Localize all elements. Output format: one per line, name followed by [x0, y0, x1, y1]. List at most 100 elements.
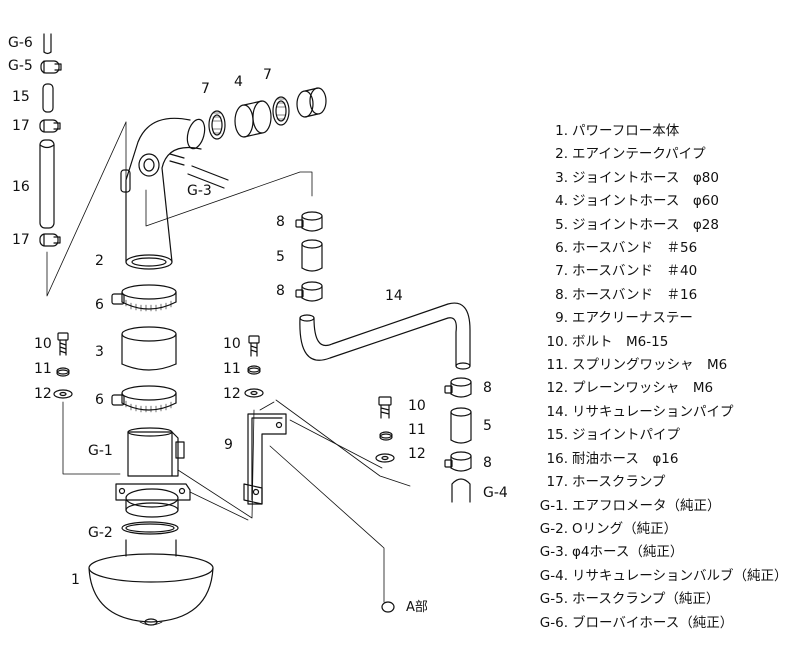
part-name: ホースバンド ＃56: [572, 240, 698, 257]
callout-7-left: 7: [201, 81, 210, 97]
callout-9: 9: [224, 437, 233, 453]
callout-1: 1: [71, 572, 80, 588]
part-code: G-6.: [539, 614, 568, 631]
callout-8-d: 8: [483, 455, 492, 471]
callout-8-a: 8: [276, 214, 285, 230]
joint-hose-top-right: [296, 87, 327, 118]
callout-7-right: 7: [263, 67, 272, 83]
joint-hose-5-b: [450, 407, 472, 444]
callout-10-mid: 10: [223, 336, 241, 352]
callout-15: 15: [12, 89, 30, 105]
part-code: 16.: [546, 450, 568, 467]
part-name: ホースクランプ: [572, 474, 666, 491]
callout-6-top: 6: [95, 297, 104, 313]
callout-g5: G-5: [8, 58, 33, 74]
hose-band-7-right: [272, 96, 290, 126]
spring-washer-11-mid: [247, 365, 261, 375]
parts-list-item: G-5.ホースクランプ（純正）: [536, 588, 787, 611]
air-cleaner-stay-9: [243, 413, 287, 505]
bolt-10-mid: [248, 335, 260, 357]
leader-lines-stay: [259, 399, 411, 603]
callout-g3: G-3: [187, 183, 212, 199]
hose-band-8-d: [444, 451, 472, 472]
part-name: ジョイントホース φ28: [572, 216, 719, 233]
part-name: Oリング（純正）: [572, 520, 678, 537]
bolt-10-right: [378, 396, 392, 419]
leader-lines-g1: [177, 409, 255, 521]
parts-list-item: 7.ホースバンド ＃40: [536, 260, 787, 283]
part-code: G-4.: [539, 567, 568, 584]
parts-list-item: 9.エアクリーナステー: [536, 307, 787, 330]
part-code: 5.: [555, 216, 568, 233]
blowby-hose-g6: [43, 33, 52, 55]
part-name: エアフロメータ（純正）: [572, 497, 721, 514]
part-code: 7.: [555, 263, 568, 280]
callout-14: 14: [385, 288, 403, 304]
callout-17-bottom: 17: [12, 232, 30, 248]
part-code: G-3.: [539, 544, 568, 561]
parts-list-item: 16.耐油ホース φ16: [536, 448, 787, 471]
parts-list-item: G-4.リサキュレーションバルブ（純正）: [536, 565, 788, 588]
callout-g6: G-6: [8, 35, 33, 51]
joint-hose-3: [121, 326, 177, 371]
hose-clamp-g5: [40, 60, 62, 74]
a-part-ring: [381, 601, 395, 613]
intake-pipe-2: [120, 117, 206, 270]
part-name: 耐油ホース φ16: [572, 450, 679, 467]
callout-8-b: 8: [276, 283, 285, 299]
callout-g1: G-1: [88, 443, 113, 459]
parts-list-item: 8.ホースバンド ＃16: [536, 284, 787, 307]
parts-list-item: G-1.エアフロメータ（純正）: [536, 495, 787, 518]
recirculation-valve-g4: [451, 478, 471, 503]
parts-list-item: 6.ホースバンド ＃56: [536, 237, 787, 260]
recirculation-pipe-14: [299, 302, 471, 370]
part-code: 6.: [555, 240, 568, 257]
parts-list-item: G-3.φ4ホース（純正）: [536, 541, 787, 564]
plain-washer-12-left: [53, 389, 73, 399]
callout-5-b: 5: [483, 418, 492, 434]
part-name: ジョイントパイプ: [572, 427, 680, 444]
part-code: 14.: [546, 403, 568, 420]
part-code: 12.: [546, 380, 568, 397]
parts-list-item: 2.エアインテークパイプ: [536, 143, 787, 166]
joint-hose-5-a: [301, 239, 323, 272]
parts-list-item: 1.パワーフロー本体: [536, 120, 787, 143]
callout-10-left: 10: [34, 336, 52, 352]
part-name: スプリングワッシャ M6: [572, 357, 728, 374]
bolt-10-left: [57, 332, 69, 356]
power-flow-body-1: [88, 539, 214, 626]
leader-line-2: [145, 171, 313, 227]
callout-g4: G-4: [483, 485, 508, 501]
callout-5-a: 5: [276, 249, 285, 265]
part-name: エアインテークパイプ: [572, 146, 706, 163]
part-name: リサキュレーションパイプ: [572, 403, 734, 420]
callout-2: 2: [95, 253, 104, 269]
part-code: 1.: [555, 123, 568, 139]
callout-6-bottom: 6: [95, 392, 104, 408]
part-code: G-2.: [539, 520, 568, 537]
leader-lines-left: [46, 121, 127, 297]
hose-band-6-bottom: [111, 385, 177, 413]
part-code: 3.: [555, 169, 568, 186]
callout-a-part: A部: [406, 600, 428, 615]
callout-12-right: 12: [408, 446, 426, 462]
callout-12-left: 12: [34, 386, 52, 402]
part-name: エアクリーナステー: [572, 310, 693, 327]
part-code: 11.: [546, 357, 568, 374]
part-name: ジョイントホース φ80: [572, 169, 719, 186]
joint-hose-4: [234, 100, 272, 138]
hose-clamp-17-bottom: [39, 233, 61, 247]
part-name: パワーフロー本体: [572, 123, 680, 139]
hose-band-7-left: [208, 110, 226, 140]
callout-16: 16: [12, 179, 30, 195]
part-name: ホースクランプ（純正）: [572, 591, 720, 608]
parts-list-item: 11.スプリングワッシャ M6: [536, 354, 787, 377]
parts-list-item: 4.ジョイントホース φ60: [536, 190, 787, 213]
part-code: 17.: [546, 474, 568, 491]
parts-list-item: 12.プレーンワッシャ M6: [536, 377, 787, 400]
part-code: 9.: [555, 310, 568, 327]
airflow-meter-g1: [115, 427, 191, 518]
callout-10-right: 10: [408, 398, 426, 414]
